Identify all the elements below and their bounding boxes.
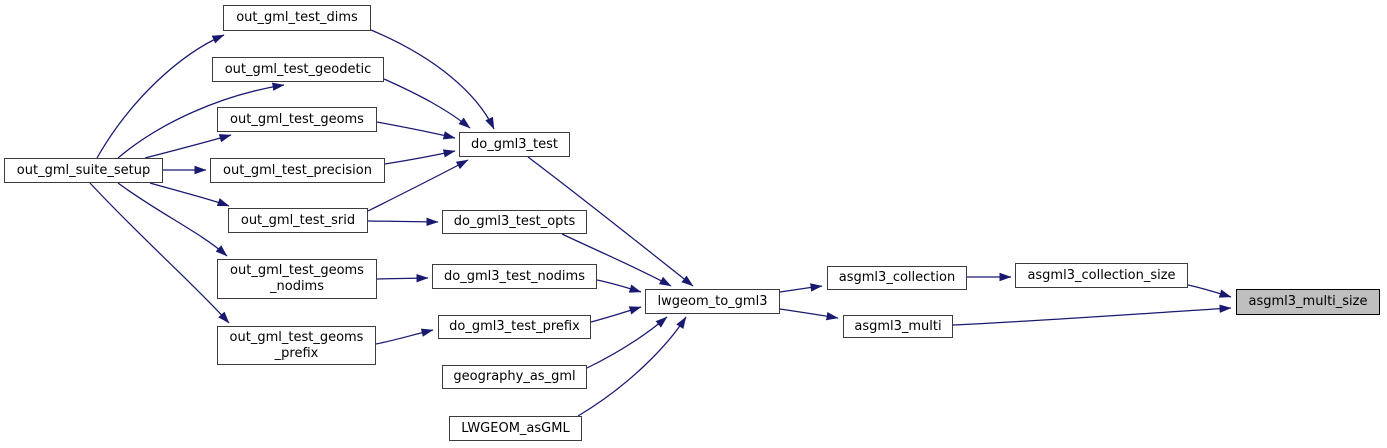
edge-LWGEOM_asGML-to-lwgeom_to_gml3 <box>577 316 687 417</box>
edge-out_gml_suite_setup-to-out_gml_test_geoms <box>144 134 232 159</box>
node-out_gml_test_precision[interactable]: out_gml_test_precision <box>210 158 385 183</box>
node-do_gml3_test_nodims[interactable]: do_gml3_test_nodims <box>432 264 597 289</box>
edge-out_gml_test_dims-to-do_gml3_test <box>370 29 495 130</box>
edge-out_gml_suite_setup-to-out_gml_test_srid <box>149 182 230 207</box>
node-LWGEOM_asGML[interactable]: LWGEOM_asGML <box>449 416 582 441</box>
edge-out_gml_test_srid-to-do_gml3_test_opts <box>367 217 439 227</box>
node-asgml3_collection[interactable]: asgml3_collection <box>827 266 967 290</box>
edge-out_gml_suite_setup-to-out_gml_test_geoms_nodims <box>117 182 228 257</box>
node-out_gml_test_geoms_prefix[interactable]: out_gml_test_geoms _prefix <box>217 326 376 365</box>
edge-lwgeom_to_gml3-to-asgml3_collection <box>779 283 823 293</box>
node-out_gml_test_srid[interactable]: out_gml_test_srid <box>228 208 368 233</box>
edge-out_gml_test_precision-to-do_gml3_test <box>384 149 456 165</box>
node-out_gml_test_geoms[interactable]: out_gml_test_geoms <box>217 107 377 132</box>
node-out_gml_test_dims[interactable]: out_gml_test_dims <box>223 5 371 31</box>
edge-out_gml_test_geoms_prefix-to-do_gml3_test_prefix <box>375 328 434 345</box>
edge-asgml3_multi-to-asgml3_multi_size <box>952 304 1232 326</box>
edge-out_gml_suite_setup-to-out_gml_test_geodetic <box>117 82 285 159</box>
node-out_gml_suite_setup[interactable]: out_gml_suite_setup <box>4 158 163 183</box>
edge-out_gml_test_geoms-to-do_gml3_test <box>376 121 456 140</box>
edge-lwgeom_to_gml3-to-asgml3_multi <box>779 308 839 321</box>
edge-do_gml3_test_nodims-to-lwgeom_to_gml3 <box>596 279 642 293</box>
node-lwgeom_to_gml3[interactable]: lwgeom_to_gml3 <box>645 289 780 314</box>
edge-do_gml3_test_prefix-to-lwgeom_to_gml3 <box>590 306 642 323</box>
edge-out_gml_test_geodetic-to-do_gml3_test <box>383 78 471 129</box>
edge-geography_as_gml-to-lwgeom_to_gml3 <box>586 316 668 369</box>
edge-do_gml3_test_opts-to-lwgeom_to_gml3 <box>561 233 672 287</box>
edge-asgml3_collection_size-to-asgml3_multi_size <box>1187 284 1232 298</box>
node-out_gml_test_geoms_nodims[interactable]: out_gml_test_geoms _nodims <box>217 259 377 299</box>
node-asgml3_multi[interactable]: asgml3_multi <box>843 315 953 338</box>
node-do_gml3_test[interactable]: do_gml3_test <box>459 132 570 157</box>
edge-out_gml_test_srid-to-do_gml3_test <box>367 159 469 212</box>
edge-out_gml_suite_setup-to-out_gml_test_geoms_prefix <box>89 182 230 324</box>
edge-out_gml_test_geoms_nodims-to-do_gml3_test_nodims <box>376 274 429 283</box>
node-geography_as_gml[interactable]: geography_as_gml <box>442 365 587 389</box>
node-do_gml3_test_opts[interactable]: do_gml3_test_opts <box>442 210 587 234</box>
node-asgml3_multi_size: asgml3_multi_size <box>1236 289 1380 315</box>
node-asgml3_collection_size[interactable]: asgml3_collection_size <box>1015 263 1188 288</box>
edge-do_gml3_test-to-lwgeom_to_gml3 <box>527 156 694 287</box>
node-out_gml_test_geodetic[interactable]: out_gml_test_geodetic <box>212 57 384 82</box>
edge-out_gml_suite_setup-to-out_gml_test_dims <box>96 34 225 159</box>
node-do_gml3_test_prefix[interactable]: do_gml3_test_prefix <box>438 315 591 339</box>
